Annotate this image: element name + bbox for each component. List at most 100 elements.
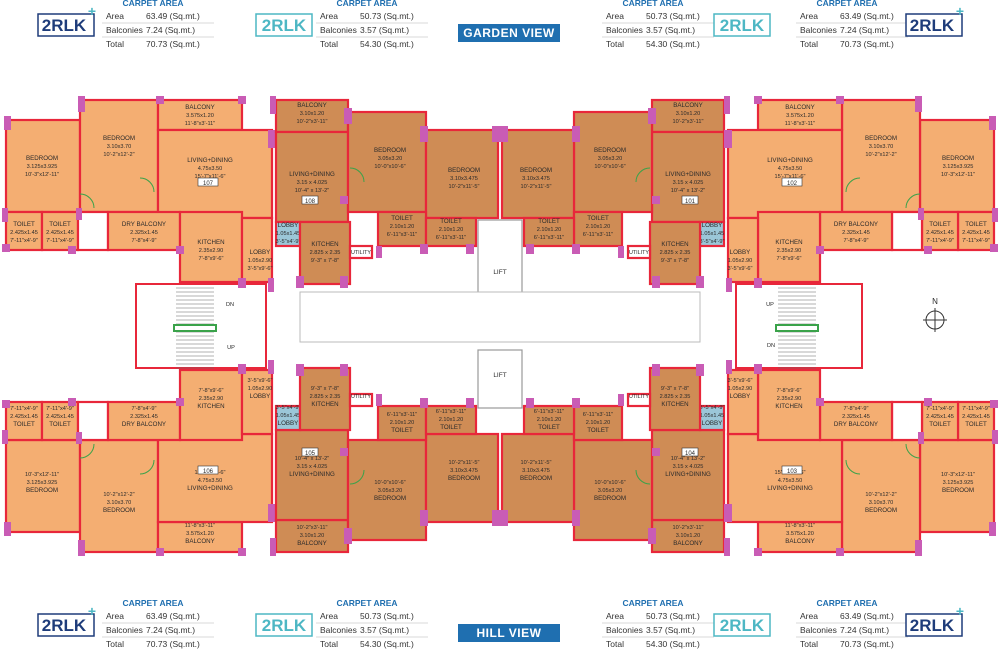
room-label: BEDROOM	[103, 135, 135, 142]
column	[572, 244, 580, 254]
room	[756, 210, 822, 284]
room	[698, 404, 726, 432]
room-label: LIVING+DINING	[289, 471, 335, 478]
plus-icon: +	[88, 603, 96, 619]
column	[500, 126, 508, 142]
flat-number: 103	[787, 469, 798, 475]
door-swing	[905, 193, 921, 209]
card-row-label: Area	[106, 611, 124, 621]
plus-icon: +	[88, 3, 96, 19]
column	[652, 196, 660, 204]
card-row-value: 7.24 (Sq.mt.)	[840, 625, 889, 635]
column	[492, 126, 500, 142]
card-row-value: 7.24 (Sq.mt.)	[840, 25, 889, 35]
card-heading: CARPET AREA	[816, 598, 877, 608]
card-row-label: Total	[800, 639, 818, 649]
column	[492, 510, 500, 526]
column	[376, 246, 382, 258]
room	[840, 438, 922, 554]
room-label: 2.10x1.20	[586, 224, 611, 230]
room-label: TOILET	[440, 218, 462, 225]
room-label: 2.35x2.90	[777, 248, 802, 254]
room-label: 7'-8"x4'-9"	[843, 238, 868, 244]
room	[4, 438, 82, 534]
room-label: 3.10x3.70	[869, 144, 894, 150]
column	[652, 364, 660, 376]
room-label: 10'-3"x12'-11"	[941, 172, 975, 178]
column	[989, 116, 996, 130]
column	[340, 276, 348, 288]
room-label: 2.825 x 2.35	[660, 394, 691, 400]
room-label: 3.15 x 4.025	[673, 464, 704, 470]
compass-north-label: N	[932, 297, 938, 306]
column	[2, 244, 10, 252]
type-badge-text: 2RLK	[262, 616, 307, 635]
door-swing	[635, 469, 651, 485]
room-label: 3'-5"x4'-9"	[275, 405, 300, 411]
room-label: DRY BALCONY	[834, 221, 878, 228]
column	[2, 208, 8, 222]
card-row-label: Balconies	[106, 625, 143, 635]
room-label: KITCHEN	[311, 241, 338, 248]
room-label: 4.75x3.50	[198, 166, 223, 172]
room	[106, 210, 182, 252]
card-row-value: 70.73 (Sq.mt.)	[840, 39, 894, 49]
room-label: TOILET	[49, 421, 71, 428]
card-row-value: 3.57 (Sq.mt.)	[360, 25, 409, 35]
room-label: BALCONY	[185, 104, 215, 111]
card-row-label: Total	[320, 39, 338, 49]
room-label: 3'-5"x4'-9"	[699, 405, 724, 411]
room-label: 10'-3"x12'-11"	[25, 172, 59, 178]
card-row-value: 54.30 (Sq.mt.)	[360, 39, 414, 49]
room	[840, 98, 922, 214]
column	[915, 96, 922, 112]
card-row-label: Total	[606, 39, 624, 49]
stair-handrail	[173, 324, 217, 332]
flat-badge	[681, 447, 699, 457]
column	[76, 432, 82, 444]
room-label: BEDROOM	[103, 507, 135, 514]
room-label: KITCHEN	[661, 241, 688, 248]
room-label: 6'-11"x3'-11"	[534, 235, 564, 241]
room-label: 2.10x1.20	[537, 417, 562, 423]
plus-icon: +	[956, 603, 964, 619]
room-label: 10'-2"x12'-2"	[865, 492, 896, 498]
door-swing	[349, 167, 365, 183]
card-row-value: 7.24 (Sq.mt.)	[146, 625, 195, 635]
room	[346, 110, 428, 214]
room-label: BEDROOM	[594, 495, 626, 502]
room-label: DRY BALCONY	[122, 221, 166, 228]
room-label: 10'-2"x11'-5"	[449, 460, 480, 466]
column	[724, 504, 732, 522]
room-label: 2.425x1.45	[926, 230, 954, 236]
room	[376, 210, 428, 248]
room-label: LOBBY	[278, 420, 299, 427]
room-label: 10'-2"x11'-5"	[521, 184, 552, 190]
column	[989, 522, 996, 536]
room	[726, 368, 760, 436]
type-badge-text: 2RLK	[720, 616, 765, 635]
column	[156, 548, 164, 556]
room-label: 2.425x1.45	[46, 230, 74, 236]
column	[836, 548, 844, 556]
room	[522, 216, 576, 248]
room-label: 6'-11"x3'-11"	[436, 235, 466, 241]
card-row-label: Balconies	[606, 625, 643, 635]
column	[78, 96, 85, 112]
room-label: 11'-8"x3'-11"	[185, 121, 215, 127]
room	[626, 392, 652, 408]
room-label: BALCONY	[785, 104, 815, 111]
room-label: 7'-11"x4'-9"	[46, 406, 74, 412]
flat-badge	[681, 195, 699, 205]
stair-up-label: UP	[766, 302, 774, 308]
lift-label: LIFT	[493, 372, 506, 379]
room	[178, 210, 244, 284]
type-badge-text: 2RLK	[42, 616, 87, 635]
card-row-label: Balconies	[800, 625, 837, 635]
room-label: 3.10x3.475	[522, 176, 550, 182]
column	[340, 196, 348, 204]
card-row-value: 50.73 (Sq.mt.)	[360, 11, 414, 21]
room	[500, 128, 576, 220]
room-label: 3'-5"x4'-9"	[699, 239, 724, 245]
column	[238, 278, 246, 288]
